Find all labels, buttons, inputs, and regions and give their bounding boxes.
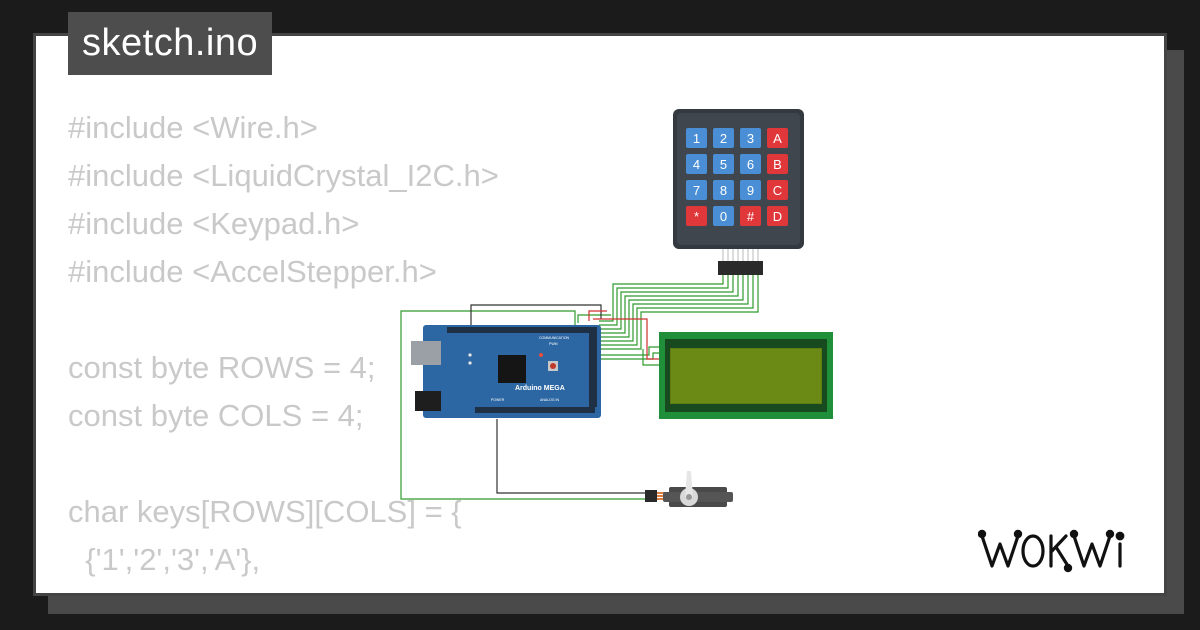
code-preview: #include <Wire.h> #include <LiquidCrysta…: [68, 104, 499, 593]
svg-text:7: 7: [693, 183, 700, 198]
code-line: char keys[ROWS][COLS] = {: [68, 494, 462, 529]
svg-text:4: 4: [693, 157, 700, 172]
keypad-key: 8: [713, 180, 734, 200]
svg-text:#: #: [747, 209, 755, 224]
wires: [400, 275, 759, 500]
svg-text:POWER: POWER: [491, 398, 505, 402]
keypad-key: 1: [686, 128, 707, 148]
servo-motor: [645, 471, 733, 507]
svg-text:2: 2: [720, 131, 727, 146]
svg-text:A: A: [773, 131, 782, 146]
project-card: #include <Wire.h> #include <LiquidCrysta…: [33, 33, 1167, 596]
code-line: #include <LiquidCrystal_I2C.h>: [68, 158, 499, 193]
svg-text:9: 9: [747, 183, 754, 198]
lcd-display: [659, 332, 833, 419]
keypad-key: 2: [713, 128, 734, 148]
svg-text:*: *: [694, 209, 699, 224]
keypad-key: 3: [740, 128, 761, 148]
code-line: {'4','5','6','B'},: [68, 590, 260, 593]
arduino-mega-board: Arduino MEGA COMMUNICATION PWM POWER ANA…: [411, 325, 601, 418]
svg-text:ANALOG IN: ANALOG IN: [540, 398, 560, 402]
svg-text:D: D: [773, 209, 782, 224]
arduino-label: Arduino MEGA: [515, 385, 565, 392]
keypad-key: 4: [686, 154, 707, 174]
keypad-key: 0: [713, 206, 734, 226]
svg-text:0: 0: [720, 209, 727, 224]
svg-text:3: 3: [747, 131, 754, 146]
keypad-key: D: [767, 206, 788, 226]
keypad-key: C: [767, 180, 788, 200]
svg-text:8: 8: [720, 183, 727, 198]
svg-text:1: 1: [693, 131, 700, 146]
keypad-component: 1 2 3 A 4 5 6 B 7 8 9 C * 0 # D: [673, 109, 804, 275]
keypad-key: 6: [740, 154, 761, 174]
wokwi-logo-mark: [978, 529, 1125, 573]
svg-text:B: B: [773, 157, 782, 172]
keypad-key: #: [740, 206, 761, 226]
keypad-key: 7: [686, 180, 707, 200]
keypad-key: B: [767, 154, 788, 174]
svg-text:PWM: PWM: [549, 342, 558, 346]
circuit-diagram: 1 2 3 A 4 5 6 B 7 8 9 C * 0 # D: [400, 109, 833, 507]
code-line: const byte ROWS = 4;: [68, 350, 376, 385]
svg-text:6: 6: [747, 157, 754, 172]
code-line: {'1','2','3','A'},: [68, 542, 261, 577]
code-line: const byte COLS = 4;: [68, 398, 364, 433]
svg-text:C: C: [773, 183, 782, 198]
wires-dark: [470, 304, 665, 494]
code-line: #include <Keypad.h>: [68, 206, 360, 241]
svg-text:5: 5: [720, 157, 727, 172]
sketch-filename-tab: sketch.ino: [68, 12, 273, 75]
keypad-keys: 1 2 3 A 4 5 6 B 7 8 9 C * 0 # D: [686, 128, 788, 226]
code-line: #include <Wire.h>: [68, 110, 318, 145]
code-line: #include <AccelStepper.h>: [68, 254, 437, 289]
keypad-key: A: [767, 128, 788, 148]
wokwi-logo: [978, 522, 1150, 576]
keypad-key: *: [686, 206, 707, 226]
keypad-key: 9: [740, 180, 761, 200]
svg-text:COMMUNICATION: COMMUNICATION: [539, 336, 570, 340]
keypad-key: 5: [713, 154, 734, 174]
